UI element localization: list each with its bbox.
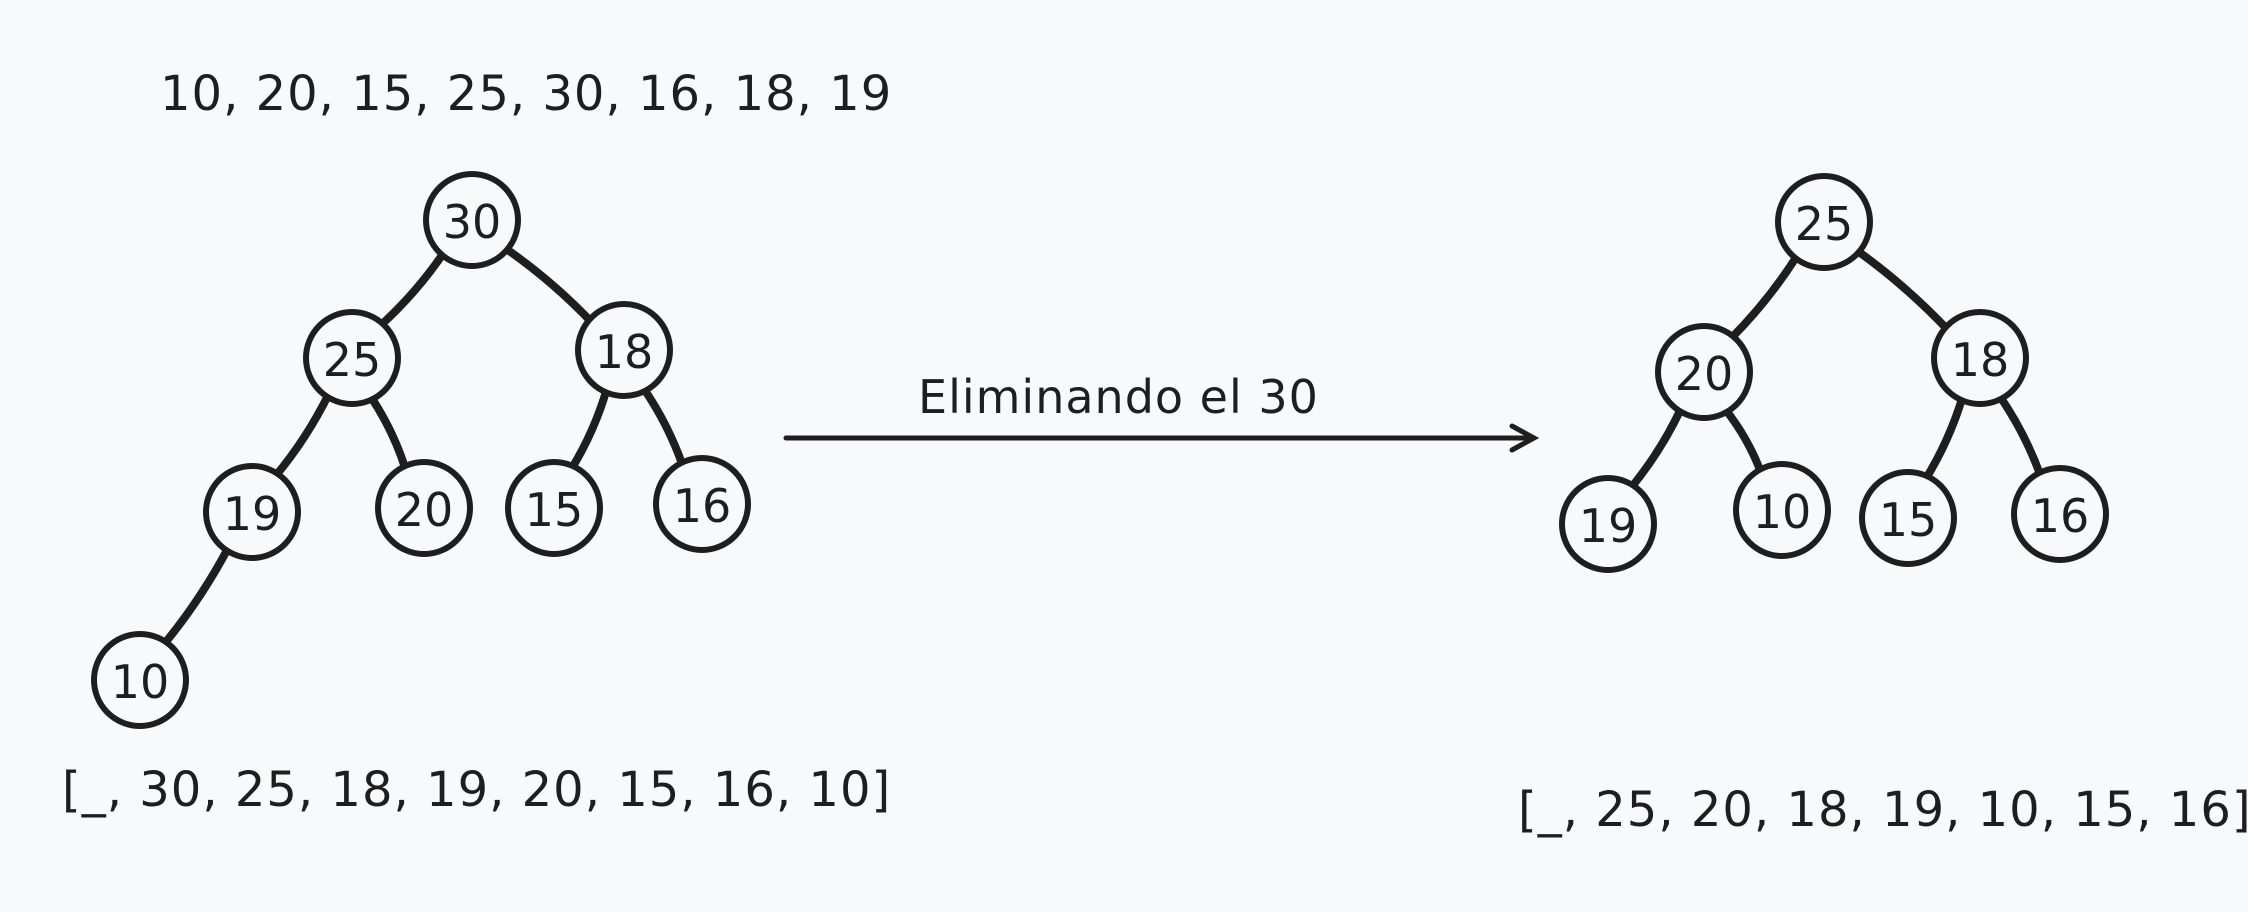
after-node-25: 25 (1775, 173, 1873, 271)
before-node-label: 30 (443, 195, 502, 249)
before-node-label: 16 (673, 479, 732, 533)
after-node-label: 18 (1951, 333, 2010, 387)
array-after: [_, 25, 20, 18, 19, 10, 15, 16] (1518, 782, 2248, 838)
before-node-10: 10 (91, 631, 189, 729)
after-edge-a20-a19 (1626, 403, 1686, 493)
before-node-label: 20 (395, 483, 454, 537)
before-node-15: 15 (505, 459, 603, 557)
before-node-circle (575, 301, 673, 399)
transition-arrow (783, 423, 1540, 453)
before-node-16: 16 (653, 455, 751, 553)
before-edge-b30-b25 (375, 247, 449, 331)
before-edge-b18-b16 (638, 383, 688, 471)
nodes-layer: 30 25 18 19 20 15 16 10 25 20 18 19 10 15 16 (91, 171, 2109, 729)
after-edge-a25-a18 (1851, 245, 1953, 335)
after-node-circle (1931, 309, 2029, 407)
before-node-20: 20 (375, 459, 473, 557)
before-edge-b25-b19 (270, 389, 334, 481)
operation-label: Eliminando el 30 (918, 370, 1319, 424)
insert-sequence: 10, 20, 15, 25, 30, 16, 18, 19 (160, 66, 893, 122)
after-edge-a25-a20 (1726, 250, 1802, 344)
before-node-label: 15 (525, 483, 584, 537)
after-node-circle (1655, 323, 1753, 421)
after-node-16: 16 (2011, 465, 2109, 563)
before-node-19: 19 (203, 463, 301, 561)
before-node-label: 19 (223, 487, 282, 541)
before-node-circle (505, 459, 603, 557)
after-node-15: 15 (1859, 469, 1957, 567)
after-node-20: 20 (1655, 323, 1753, 421)
after-node-19: 19 (1559, 475, 1657, 573)
after-node-label: 20 (1675, 347, 1734, 401)
before-node-circle (423, 171, 521, 269)
before-node-18: 18 (575, 301, 673, 399)
before-node-circle (653, 455, 751, 553)
after-node-label: 10 (1753, 485, 1812, 539)
after-node-circle (1733, 461, 1831, 559)
after-node-circle (1859, 469, 1957, 567)
before-node-30: 30 (423, 171, 521, 269)
after-edge-a18-a15 (1921, 392, 1967, 484)
before-node-circle (203, 463, 301, 561)
before-edge-b18-b15 (567, 384, 611, 474)
arrow-head (1509, 423, 1540, 453)
before-edge-b30-b18 (499, 243, 597, 327)
before-node-circle (303, 309, 401, 407)
after-node-circle (1559, 475, 1657, 573)
after-edge-a18-a16 (1995, 391, 2045, 481)
edges-layer (159, 243, 2045, 650)
after-node-10: 10 (1733, 461, 1831, 559)
before-node-label: 18 (595, 325, 654, 379)
after-node-label: 19 (1579, 499, 1638, 553)
before-node-label: 25 (323, 333, 382, 387)
before-edge-b25-b20 (366, 391, 410, 475)
before-node-label: 10 (111, 655, 170, 709)
after-node-label: 16 (2031, 489, 2090, 543)
array-before: [_, 30, 25, 18, 19, 20, 15, 16, 10] (62, 762, 892, 818)
after-node-circle (2011, 465, 2109, 563)
after-node-label: 25 (1795, 197, 1854, 251)
before-node-circle (375, 459, 473, 557)
after-edge-a20-a10 (1720, 404, 1766, 478)
before-node-circle (91, 631, 189, 729)
before-edge-b19-b10 (159, 542, 233, 650)
after-node-label: 15 (1879, 493, 1938, 547)
after-node-circle (1775, 173, 1873, 271)
before-node-25: 25 (303, 309, 401, 407)
after-node-18: 18 (1931, 309, 2029, 407)
